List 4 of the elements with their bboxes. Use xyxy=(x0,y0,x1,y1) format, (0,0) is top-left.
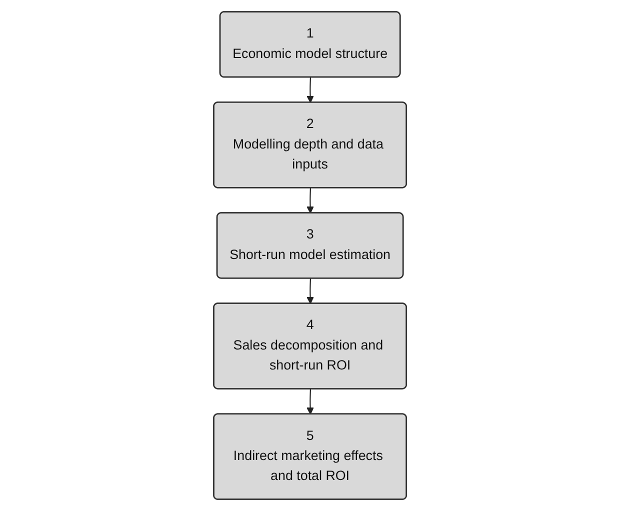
arrow xyxy=(307,278,314,304)
arrow xyxy=(307,188,314,214)
arrow xyxy=(307,77,314,103)
arrow xyxy=(307,389,314,415)
